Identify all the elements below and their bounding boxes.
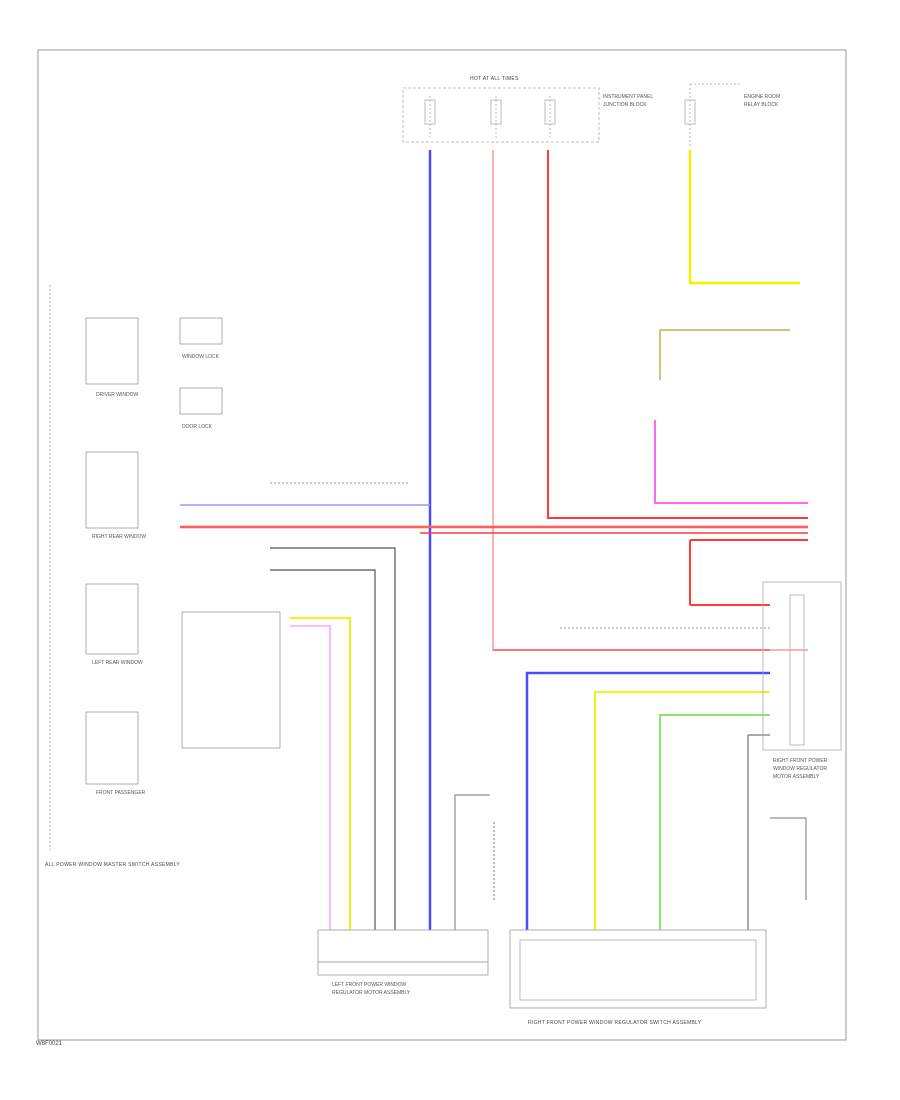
svg-text:ENGINE ROOM: ENGINE ROOM [744, 94, 780, 100]
wire-red-main [547, 150, 808, 519]
svg-text:JUNCTION BLOCK: JUNCTION BLOCK [603, 102, 647, 108]
fuse-box-top [402, 87, 600, 143]
right-front-motor-box [762, 581, 842, 751]
driver-window-label: DRIVER WINDOW [96, 392, 139, 398]
wire-yellow-right [594, 691, 770, 930]
right-front-switch-label: RIGHT FRONT POWER WINDOW REGULATOR SWITC… [528, 1020, 702, 1026]
master-switch-stack [49, 285, 281, 850]
front-passenger-label: FRONT PASSENGER [96, 790, 146, 796]
wire-pink-main [492, 150, 808, 651]
svg-text:RELAY BLOCK: RELAY BLOCK [744, 102, 779, 108]
svg-text:WINDOW REGULATOR: WINDOW REGULATOR [773, 766, 827, 772]
wire-green-right [659, 714, 770, 930]
hot-at-all-times-label: HOT AT ALL TIMES [470, 76, 519, 82]
wire-yellow-left [290, 617, 351, 930]
right-front-switch-box [509, 929, 767, 1009]
wire-olive [659, 329, 790, 380]
left-front-motor-label: LEFT FRONT POWER WINDOW [332, 982, 407, 988]
door-lock-label: DOOR LOCK [182, 424, 213, 430]
svg-text:REGULATOR MOTOR ASSEMBLY: REGULATOR MOTOR ASSEMBLY [332, 990, 411, 996]
right-front-motor-label: RIGHT FRONT POWER [773, 758, 828, 764]
diagram-frame [37, 49, 847, 1041]
master-switch-label: ALL POWER WINDOW MASTER SWITCH ASSEMBLY [45, 862, 180, 868]
fuse-block-label: INSTRUMENT PANEL [603, 94, 653, 100]
wire-yellow-top [688, 150, 800, 285]
wire-black-2 [270, 569, 376, 930]
window-lock-label: WINDOW LOCK [182, 354, 220, 360]
svg-text:MOTOR ASSEMBLY: MOTOR ASSEMBLY [773, 774, 820, 780]
rear-left-label: LEFT REAR WINDOW [92, 660, 143, 666]
wire-magenta [654, 420, 808, 504]
left-front-motor-box [317, 929, 489, 976]
wire-pink-left [290, 625, 331, 930]
wire-black-1 [270, 547, 396, 930]
wire-blue-right [525, 671, 770, 930]
footer-code: W8F0021 [36, 1041, 63, 1047]
rear-right-label: RIGHT REAR WINDOW [92, 534, 146, 540]
